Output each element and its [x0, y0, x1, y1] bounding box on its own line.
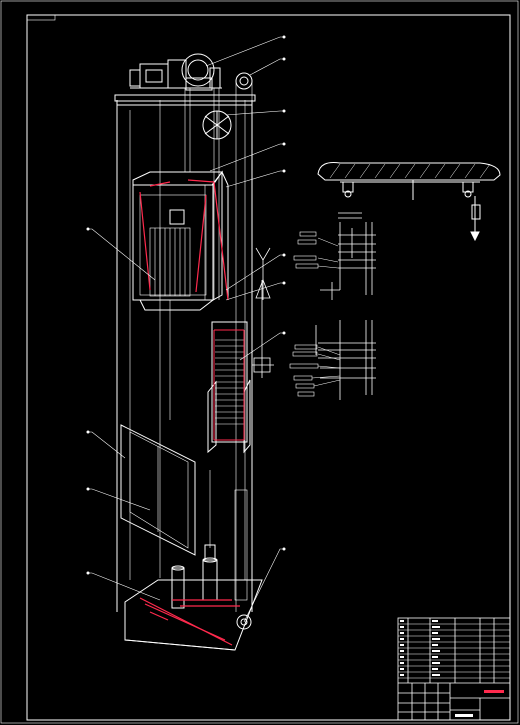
deflector-sheave — [202, 110, 232, 140]
elevator-car — [132, 170, 229, 311]
callout-dots-right — [282, 35, 286, 551]
landing-door — [120, 424, 211, 556]
detail-leader-lines — [311, 237, 341, 387]
traction-sheave — [181, 53, 215, 87]
ucs-axis-icon — [255, 247, 271, 300]
traction-machine — [129, 53, 222, 91]
counterweight-accent — [213, 329, 245, 441]
pit-accent-lines — [139, 597, 240, 646]
crosshair-symbol — [252, 280, 274, 378]
slab-hatch — [329, 163, 491, 179]
title-block — [397, 617, 511, 721]
car-door — [149, 227, 191, 297]
car-accent-lines — [139, 179, 229, 301]
pit-floor — [124, 579, 263, 651]
corner-tag — [26, 14, 56, 21]
car-top-frame — [132, 171, 224, 186]
title-block-glyph-marks — [400, 620, 504, 717]
detail-rail-brackets — [315, 212, 376, 400]
hoist-ropes — [169, 88, 220, 420]
pit-buffers — [171, 489, 252, 630]
tension-sheave — [236, 614, 252, 630]
car-buffer — [171, 567, 185, 609]
governor-sheave-top — [235, 72, 253, 612]
counterweight — [207, 321, 251, 454]
detail-beam-section — [317, 162, 501, 242]
inner-border — [26, 14, 511, 721]
ceiling-slab — [317, 162, 501, 181]
detail-annotation-blocks — [289, 231, 319, 397]
callout-dots-left — [86, 227, 90, 575]
motor-block — [139, 63, 169, 89]
